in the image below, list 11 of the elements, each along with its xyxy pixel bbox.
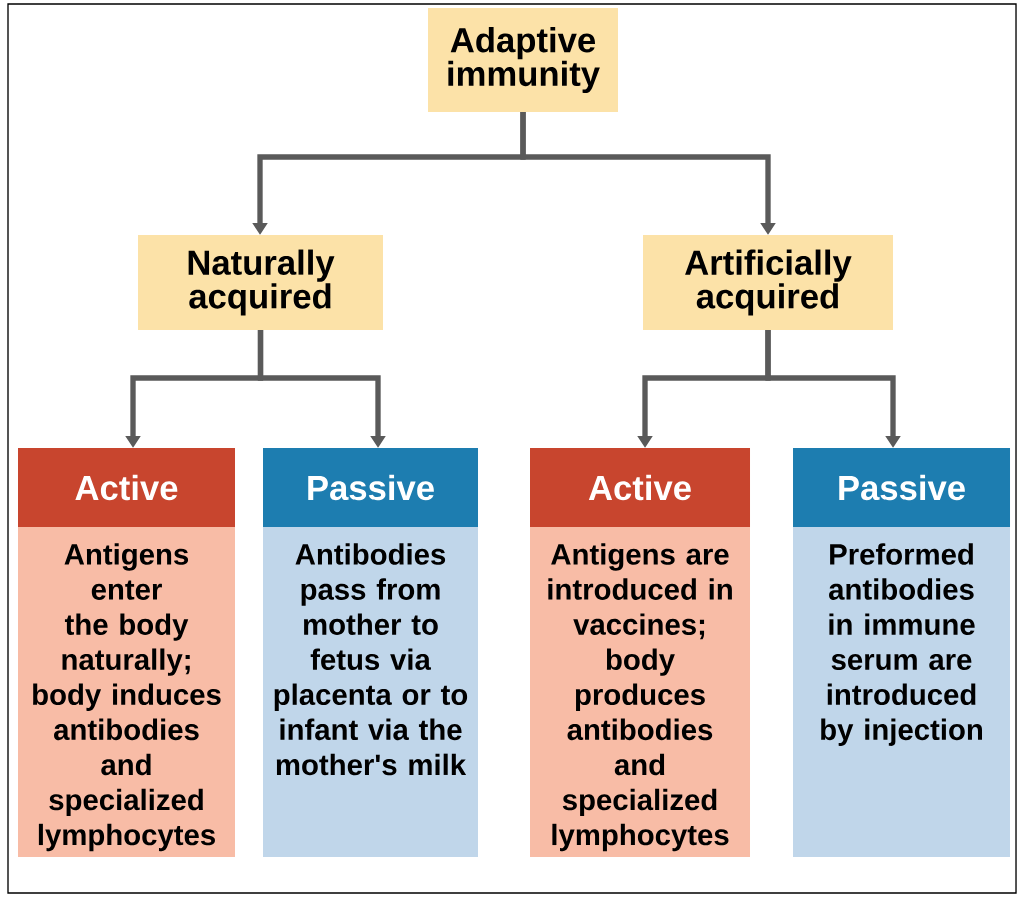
column-text: Antigens are introduced in vaccines; body produces antibodies and specialized lymphocytes xyxy=(548,543,732,852)
column-text: Antigens enter the body naturally; body induces antibodies and specialized lymphocytes xyxy=(33,543,221,852)
column-header: Passive xyxy=(263,448,478,527)
column-text: Preformed antibodies in immune serum are introduced by injection xyxy=(821,543,982,746)
column-text: Antibodies pass from mother to fetus via placenta or to infant via the mother's milk xyxy=(274,543,468,776)
category-box: Adaptive immunity xyxy=(428,8,618,112)
column-header: Passive xyxy=(793,448,1010,527)
category-box: Artificially acquired xyxy=(643,235,893,330)
column-header: Active xyxy=(530,448,750,527)
category-box: Naturally acquired xyxy=(138,235,383,330)
column-header: Active xyxy=(18,448,235,527)
